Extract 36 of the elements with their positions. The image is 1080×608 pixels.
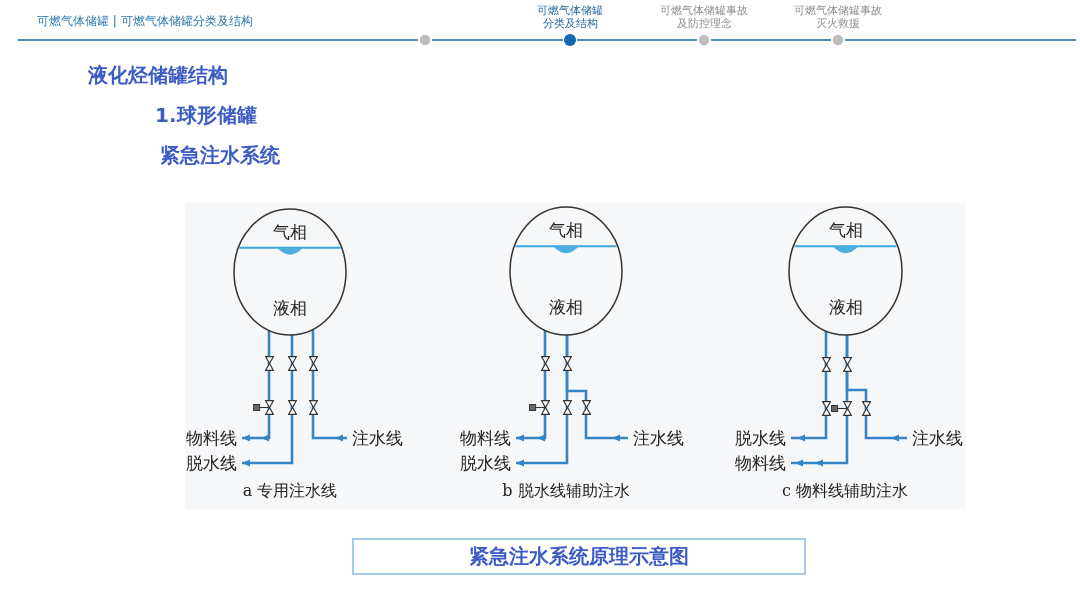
pipe-label: 注水线 [912,428,963,448]
pipe-label: 注水线 [633,428,684,448]
pipe-line [242,330,271,442]
pipe-line [845,335,907,442]
pipe-label: 脱水线 [460,453,511,473]
pipe-line [791,331,828,442]
pipe-label: 物料线 [186,428,237,448]
figure-caption: b 脱水线辅助注水 [502,481,630,501]
step-label: 可燃气体储罐事故灭火救援 [794,4,882,31]
phase-label: 气相 [828,220,863,241]
figure-caption: c 物料线辅助注水 [782,481,908,501]
pipe-label: 注水线 [352,428,403,448]
figure-title: 紧急注水系统原理示意图 [352,538,806,575]
spherical-tank [509,206,623,336]
pipe-line [242,335,294,467]
phase-label: 气相 [273,222,307,243]
figure-caption: a 专用注水线 [242,481,338,501]
pipe-line [311,329,347,442]
pipe-label: 脱水线 [186,453,237,473]
step-label: 可燃气体储罐事故及防控理念 [660,4,748,31]
pipe-label: 物料线 [460,428,511,448]
spherical-tank [788,206,903,336]
spherical-tank [233,208,347,336]
breadcrumb: 可燃气体储罐 | 可燃气体储罐分类及结构 [37,14,253,29]
subsection-heading: 紧急注水系统 [160,143,280,168]
pipe-line [516,330,547,442]
phase-label: 气相 [549,220,583,241]
pipe-label: 脱水线 [735,428,786,448]
pipe-label: 物料线 [735,453,786,473]
step-label: 可燃气体储罐分类及结构 [536,4,604,31]
phase-label: 液相 [828,297,863,317]
page-title: 液化烃储罐结构 [88,62,228,89]
phase-label: 液相 [273,297,307,318]
section-heading: 1.球形储罐 [155,103,257,128]
pipe-line [565,335,628,442]
phase-label: 液相 [549,297,583,317]
